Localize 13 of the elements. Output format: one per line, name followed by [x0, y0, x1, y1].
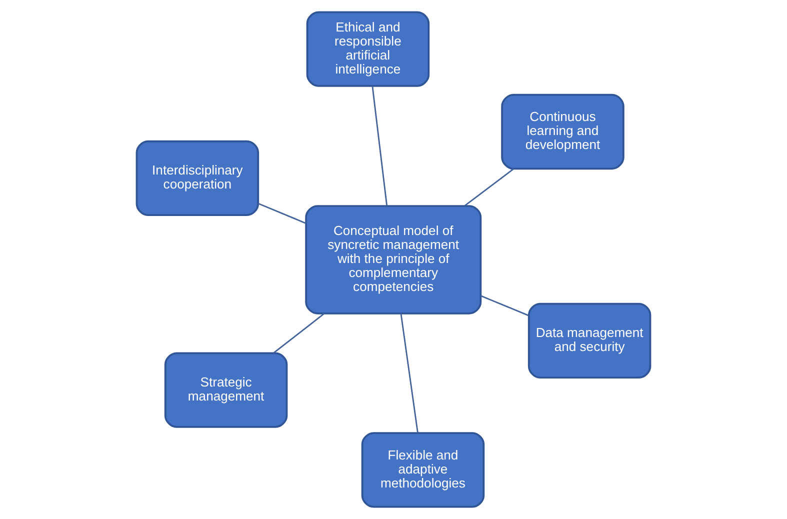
connector: [464, 168, 514, 207]
node-box: Strategic management: [164, 352, 288, 428]
node-box: Flexible and adaptive methodologies: [361, 432, 485, 508]
node-box: Ethical and responsible artificial intelligence: [306, 11, 430, 87]
connector: [273, 312, 325, 354]
node-box: Continuous learning and development: [501, 94, 624, 170]
connector: [258, 202, 306, 224]
node-box: Interdisciplinary cooperation: [136, 140, 260, 216]
connector: [480, 295, 529, 316]
connector: [372, 86, 388, 206]
node-box: Conceptual model of syncretic management with the principle of complementary competencies: [305, 205, 482, 314]
node-box: Data management and security: [528, 302, 652, 379]
connector: [400, 313, 418, 433]
